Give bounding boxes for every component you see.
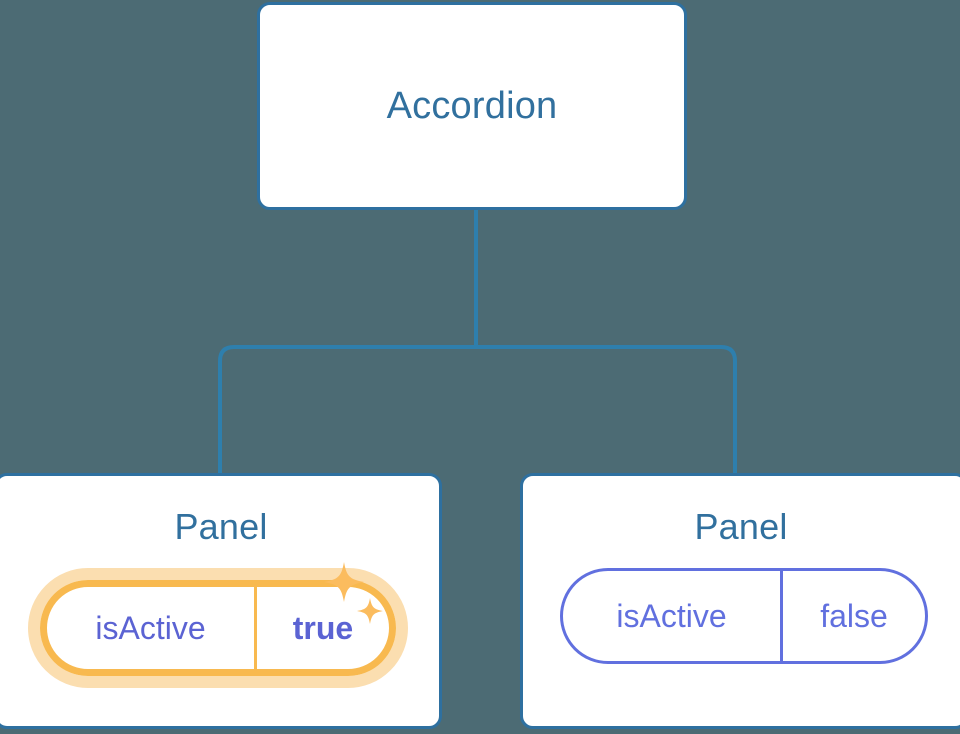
connector-branch [218, 345, 737, 473]
prop-key-label: isActive [95, 610, 206, 646]
prop-row-left: isActive true [0, 562, 439, 688]
node-panel-left[interactable]: Panel isActive true [0, 473, 442, 729]
node-panel-right-title: Panel [694, 506, 788, 547]
node-accordion[interactable]: Accordion [257, 2, 687, 210]
prop-pill-isactive-false[interactable]: isActive false [560, 568, 928, 664]
node-accordion-title: Accordion [386, 85, 558, 127]
prop-value-label: false [780, 571, 925, 661]
prop-value-label: true [254, 587, 389, 669]
node-panel-right[interactable]: Panel isActive false [520, 473, 960, 729]
prop-row-right: isActive false [523, 568, 960, 664]
node-panel-left-title: Panel [174, 506, 268, 547]
prop-pill-highlighted-wrapper: isActive true [28, 562, 408, 688]
prop-key-label: isActive [616, 598, 727, 634]
prop-pill-isactive-true[interactable]: isActive true [40, 580, 396, 676]
